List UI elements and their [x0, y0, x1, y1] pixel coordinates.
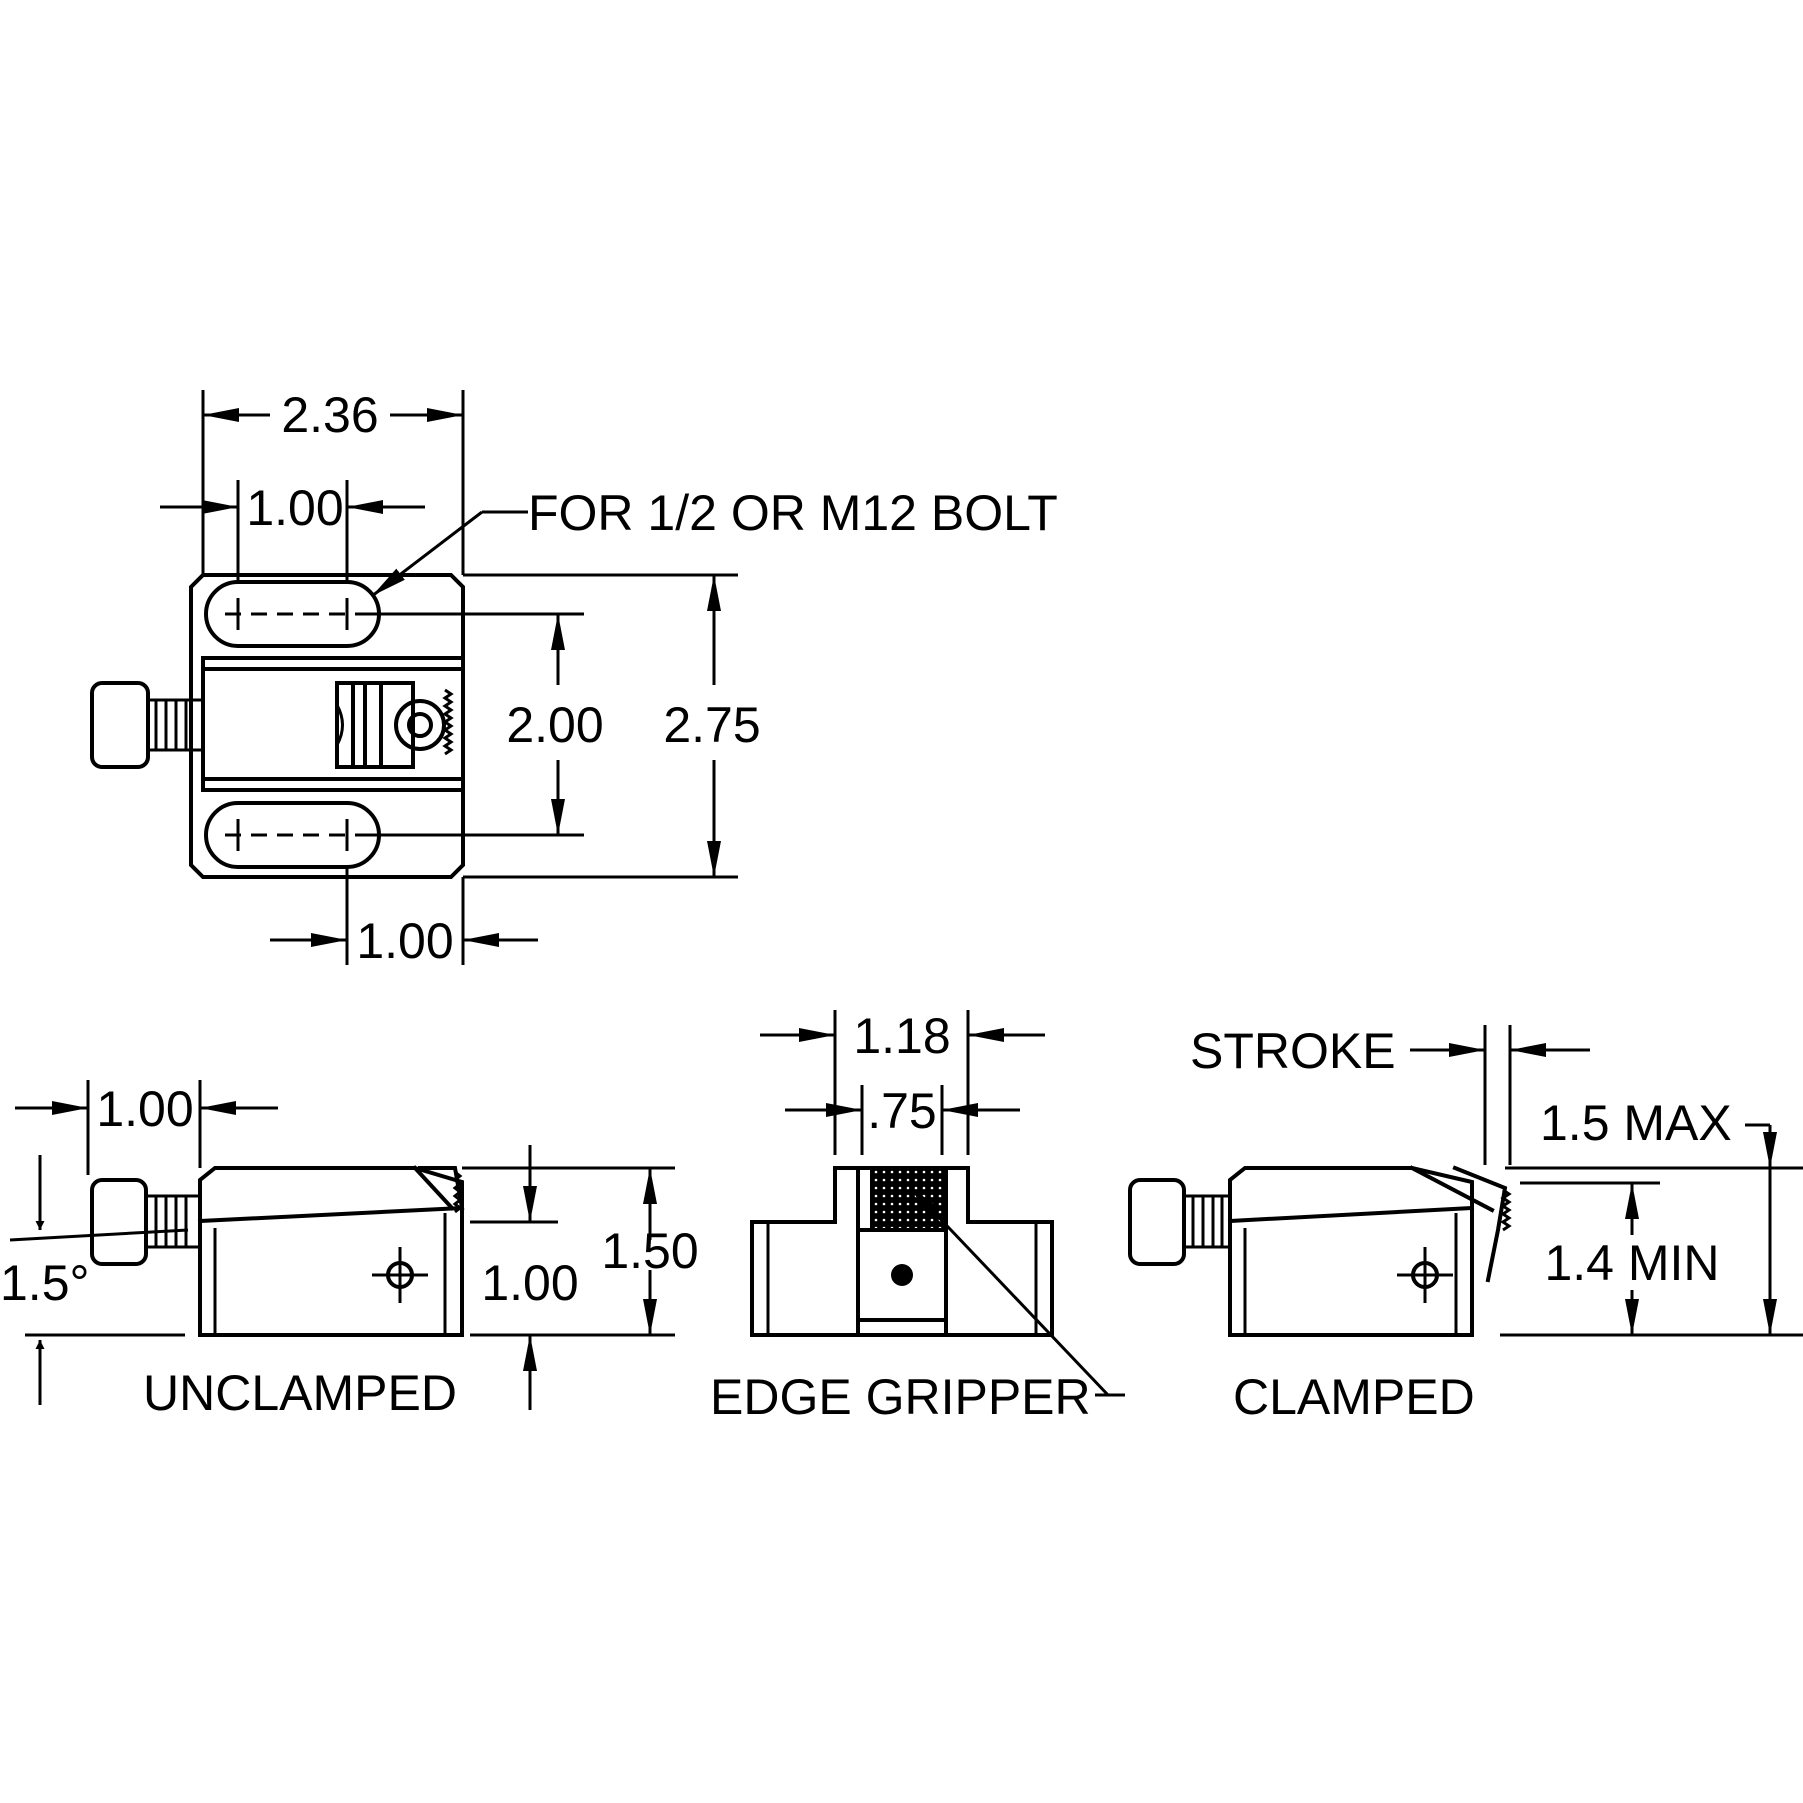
dim-overall-height: 2.75	[663, 697, 760, 753]
gripper-knurl	[870, 1170, 944, 1228]
dim-angle: 1.5°	[0, 1255, 90, 1311]
clamped-body-outline	[1228, 1166, 1474, 1337]
gripper-body-outline	[750, 1166, 1054, 1337]
dim-screw-offset: 1.00	[96, 1081, 193, 1137]
unclamped-screw-knob	[90, 1178, 148, 1266]
dim-height: 1.00	[481, 1255, 578, 1311]
top-jaw-screw	[394, 699, 446, 751]
top-recess	[201, 656, 465, 792]
dim-min: 1.4 MIN	[1544, 1235, 1719, 1291]
top-body-outline	[189, 573, 465, 879]
dim-slot-spacing-top: 1.00	[246, 480, 343, 536]
gripper-insert	[856, 1166, 948, 1337]
clamped-caption: CLAMPED	[1233, 1369, 1475, 1425]
top-screw-knob	[90, 681, 150, 769]
unclamped-caption: UNCLAMPED	[143, 1365, 457, 1421]
dim-total-height: 1.50	[601, 1223, 698, 1279]
dim-slot-pitch: 2.00	[506, 697, 603, 753]
stroke-label: STROKE	[1190, 1023, 1396, 1079]
dim-max: 1.5 MAX	[1540, 1095, 1732, 1151]
dim-slot-spacing-bottom: 1.00	[356, 913, 453, 969]
dim-inner-width: .75	[867, 1083, 937, 1139]
edge-gripper-view: EDGE GRIPPER 1.18 .75	[710, 1008, 1125, 1425]
dim-outer-width: 1.18	[853, 1008, 950, 1064]
gripper-hole	[891, 1264, 913, 1286]
unclamped-body-outline	[198, 1166, 464, 1337]
top-view: 2.36 1.00 FOR 1/2 OR M12 BOLT 2.00 2.75 …	[90, 387, 1058, 969]
clamped-screw-knob	[1128, 1178, 1186, 1266]
edge-gripper-caption: EDGE GRIPPER	[710, 1369, 1091, 1425]
dim-overall-width: 2.36	[281, 387, 378, 443]
unclamped-view: 1.5° 1.00 1.00 1.50 UNCLAMPED	[0, 1080, 699, 1421]
clamped-view: STROKE 1.5 MAX 1.4 MIN CLAMPED	[1128, 1023, 1803, 1425]
bolt-note: FOR 1/2 OR M12 BOLT	[528, 485, 1058, 541]
top-gripper-jaw	[335, 681, 415, 769]
